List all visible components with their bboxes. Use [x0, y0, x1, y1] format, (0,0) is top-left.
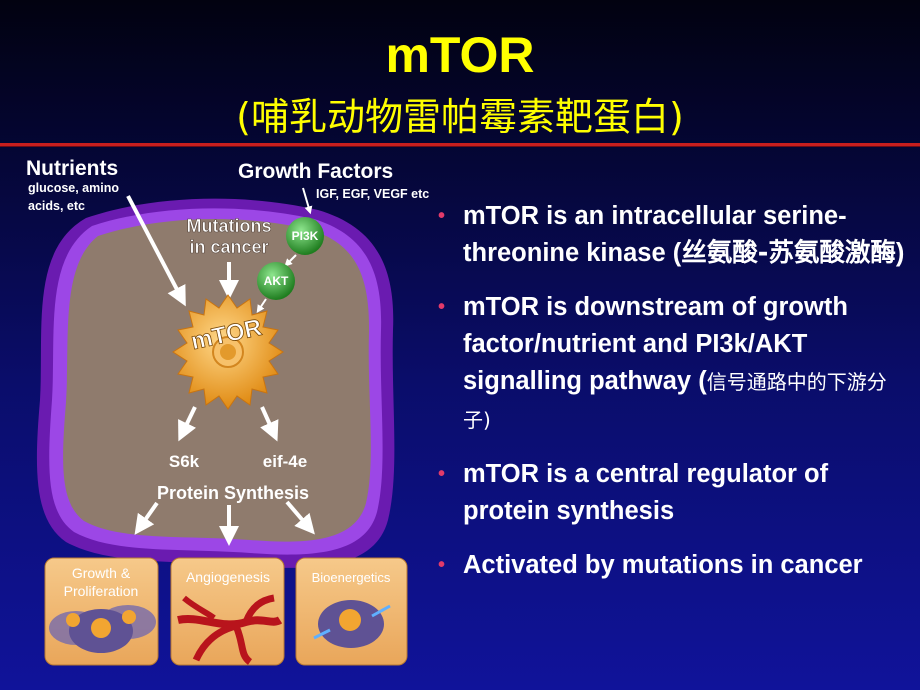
mtor-to-s6k-arrow: [178, 406, 197, 442]
s6k-label: S6k: [169, 452, 200, 471]
title-divider-shadow: [0, 146, 920, 147]
akt-label: AKT: [264, 274, 289, 288]
bullet-2-chinese: 信号通路中的下游分子: [463, 370, 887, 432]
bullet-1-end: ): [895, 239, 905, 267]
bullet-3-text: mTOR is a central regulator of protein s…: [463, 460, 829, 525]
bullet-dot: •: [438, 296, 446, 318]
angiogenesis-label: Angiogenesis: [186, 569, 270, 585]
bullet-dot: •: [438, 554, 446, 576]
mutations-label-2: in cancer: [189, 237, 268, 257]
growth-factors-label: Growth Factors: [238, 160, 393, 183]
bullet-list: • mTOR is an intracellular serine-threoni…: [436, 198, 906, 601]
bullet-dot: •: [438, 205, 446, 227]
bullet-2-end: ): [483, 408, 491, 432]
slide-title: mTOR: [385, 27, 535, 83]
bullet-4: • Activated by mutations in cancer: [436, 547, 906, 584]
bullet-4-text: Activated by mutations in cancer: [463, 551, 863, 579]
mtor-to-eif-arrow: [260, 406, 279, 442]
bullet-1: • mTOR is an intracellular serine-threoni…: [436, 198, 906, 272]
bullet-1-chinese: 丝氨酸-苏氨酸激酶: [681, 238, 896, 268]
bullet-1-text: mTOR is an intracellular serine-threonin…: [463, 202, 847, 267]
akt-node: [257, 262, 295, 300]
akt-to-mtor-arrow: [256, 298, 267, 313]
angiogenesis-box: [170, 557, 285, 666]
bioenergetics-label: Bioenergetics: [312, 570, 391, 585]
nutrients-arrow: [126, 195, 186, 307]
mtor-gear: [172, 294, 284, 410]
title-divider: [0, 143, 920, 146]
nutrients-sublabel-2: acids, etc: [28, 199, 85, 213]
growth-factor-arrow: [302, 187, 313, 215]
bullet-3: • mTOR is a central regulator of protein …: [436, 456, 906, 530]
nutrients-label: Nutrients: [26, 157, 118, 180]
growth-box-label-1: Growth &: [72, 565, 131, 581]
mutations-label-1: Mutations: [187, 216, 272, 236]
mtor-pathway-diagram: Nutrients glucose, amino acids, etc Grow…: [26, 157, 429, 666]
bullet-dot: •: [438, 463, 446, 485]
protein-synthesis-label: Protein Synthesis: [157, 483, 309, 503]
pi3k-node: [286, 217, 324, 255]
bullet-2: • mTOR is downstream of growth factor/nut…: [436, 289, 906, 439]
eif-label: eif-4e: [263, 452, 307, 471]
ps-to-bio-arrow: [285, 500, 315, 535]
nutrients-sublabel-1: glucose, amino: [28, 181, 119, 195]
ps-to-growth-arrow: [134, 501, 159, 535]
pi3k-to-akt-arrow: [284, 254, 297, 267]
pi3k-label: PI3K: [292, 229, 319, 243]
growth-factors-sublabel: IGF, EGF, VEGF etc: [316, 187, 429, 201]
bullet-2-text: mTOR is downstream of growth factor/nutr…: [463, 293, 848, 395]
slide-subtitle: (哺乳动物雷帕霉素靶蛋白): [236, 95, 684, 139]
growth-proliferation-box: [44, 557, 159, 666]
growth-box-label-2: Proliferation: [64, 583, 139, 599]
bioenergetics-box: [295, 557, 408, 666]
